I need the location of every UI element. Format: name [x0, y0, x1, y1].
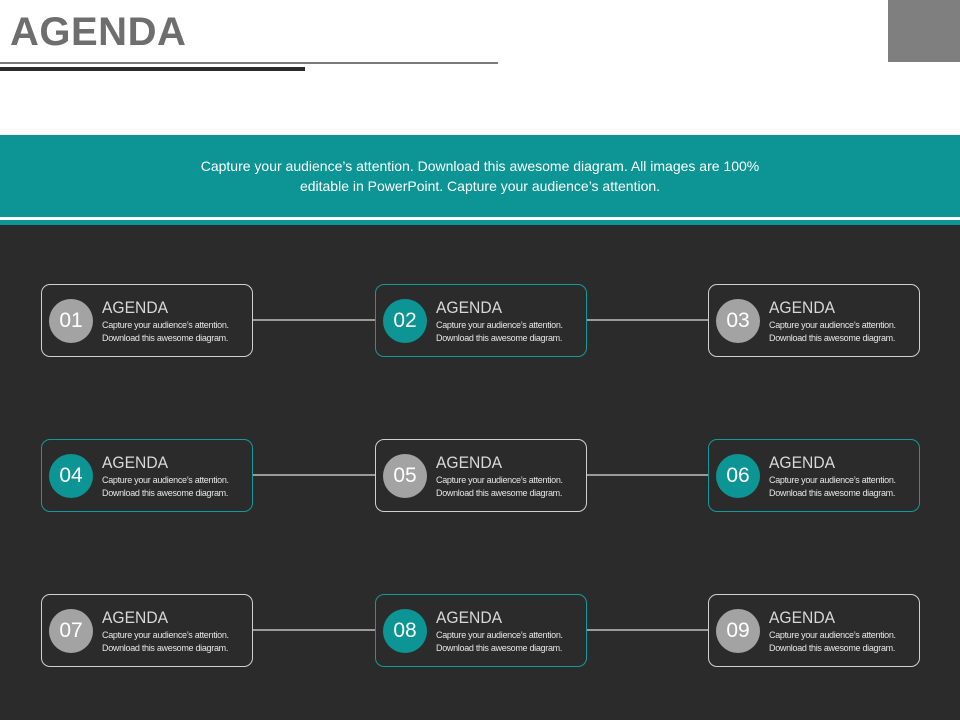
banner-accent-strip — [0, 220, 960, 225]
card-heading: AGENDA — [102, 453, 169, 472]
card-description: Capture your audience’s attention. Downl… — [436, 320, 563, 343]
number-badge: 09 — [716, 609, 760, 653]
number-badge: 03 — [716, 299, 760, 343]
card-heading: AGENDA — [436, 608, 503, 627]
card-heading: AGENDA — [769, 608, 836, 627]
agenda-panel: 01 AGENDA Capture your audience’s attent… — [0, 225, 960, 720]
card-heading: AGENDA — [769, 298, 836, 317]
number-badge: 05 — [383, 454, 427, 498]
card-description: Capture your audience’s attention. Downl… — [769, 475, 896, 498]
connector-line — [253, 474, 375, 476]
agenda-card-07: 07 AGENDA Capture your audience’s attent… — [41, 594, 253, 667]
card-heading: AGENDA — [436, 298, 503, 317]
card-heading: AGENDA — [102, 298, 169, 317]
card-description: Capture your audience’s attention. Downl… — [102, 475, 229, 498]
agenda-card-08: 08 AGENDA Capture your audience’s attent… — [375, 594, 587, 667]
agenda-card-06: 06 AGENDA Capture your audience’s attent… — [708, 439, 920, 512]
card-description: Capture your audience’s attention. Downl… — [102, 320, 229, 343]
banner-text: Capture your audience’s attention. Downl… — [200, 158, 760, 194]
corner-decoration — [888, 0, 960, 62]
number-badge: 02 — [383, 299, 427, 343]
card-description: Capture your audience’s attention. Downl… — [436, 475, 563, 498]
connector-line — [586, 474, 708, 476]
card-description: Capture your audience’s attention. Downl… — [102, 630, 229, 653]
connector-line — [253, 629, 375, 631]
number-badge: 07 — [49, 609, 93, 653]
card-heading: AGENDA — [769, 453, 836, 472]
agenda-card-09: 09 AGENDA Capture your audience’s attent… — [708, 594, 920, 667]
connector-line — [253, 319, 375, 321]
number-badge: 04 — [49, 454, 93, 498]
page-title: AGENDA — [10, 10, 187, 54]
agenda-card-03: 03 AGENDA Capture your audience’s attent… — [708, 284, 920, 357]
agenda-card-02: 02 AGENDA Capture your audience’s attent… — [375, 284, 587, 357]
card-heading: AGENDA — [102, 608, 169, 627]
agenda-card-01: 01 AGENDA Capture your audience’s attent… — [41, 284, 253, 357]
card-description: Capture your audience’s attention. Downl… — [769, 630, 896, 653]
card-description: Capture your audience’s attention. Downl… — [769, 320, 896, 343]
title-underline-thin — [0, 62, 498, 64]
agenda-card-04: 04 AGENDA Capture your audience’s attent… — [41, 439, 253, 512]
connector-line — [586, 629, 708, 631]
number-badge: 06 — [716, 454, 760, 498]
number-badge: 01 — [49, 299, 93, 343]
number-badge: 08 — [383, 609, 427, 653]
connector-line — [586, 319, 708, 321]
card-heading: AGENDA — [436, 453, 503, 472]
agenda-card-05: 05 AGENDA Capture your audience’s attent… — [375, 439, 587, 512]
title-underline-thick — [0, 67, 305, 71]
card-description: Capture your audience’s attention. Downl… — [436, 630, 563, 653]
intro-banner: Capture your audience’s attention. Downl… — [0, 135, 960, 217]
